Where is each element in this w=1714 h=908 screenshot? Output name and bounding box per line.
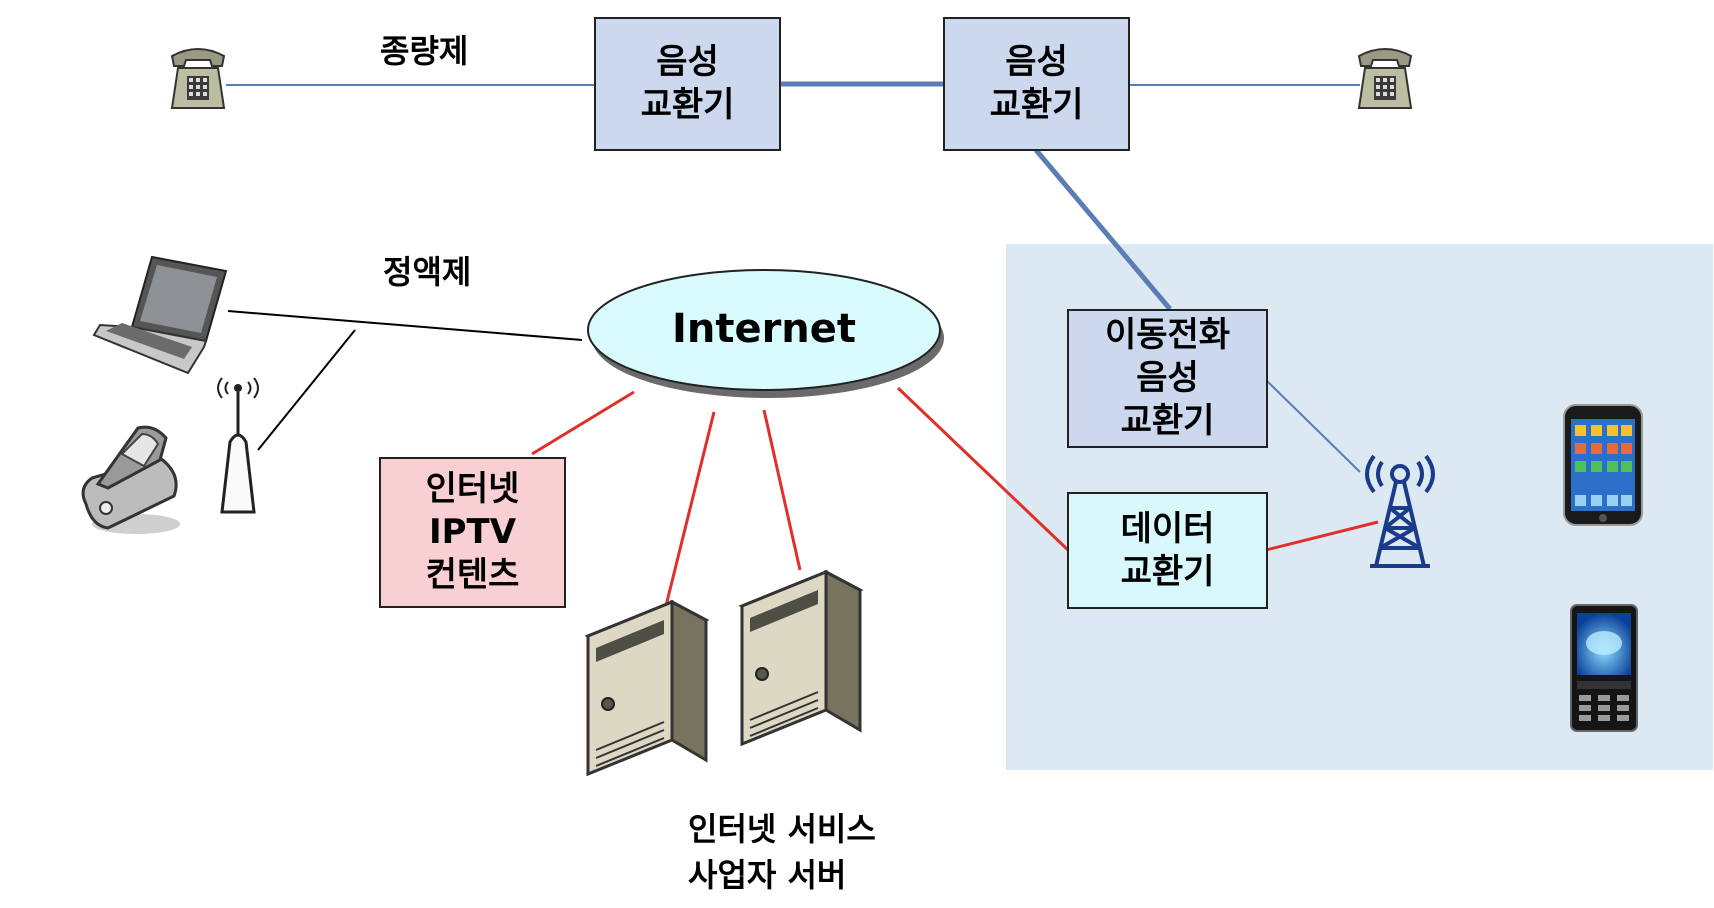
internet-cloud: Internet [580, 266, 948, 408]
link-data-switch-to-tower [1265, 520, 1379, 552]
laptop-icon [92, 255, 228, 375]
link-voice-switch-to-mobile-switch [1034, 148, 1172, 311]
voice-switch-right: 음성 교환기 [943, 17, 1130, 151]
telephone-icon [170, 48, 226, 109]
server-icon [584, 600, 710, 777]
wireless-router-icon [217, 377, 259, 514]
link-internet-to-server-right [762, 409, 802, 571]
iptv-content-box: 인터넷 IPTV 컨텐츠 [379, 457, 566, 608]
voice-switch-left: 음성 교환기 [594, 17, 781, 151]
metered-rate-label: 종량제 [380, 32, 469, 70]
link-internet-to-data-switch [896, 386, 1070, 552]
mobile-voice-switch: 이동전화 음성 교환기 [1067, 309, 1268, 448]
telephone-icon [1357, 48, 1413, 109]
server-icon [738, 570, 864, 747]
link-internet-to-server-left [656, 411, 716, 639]
server-caption: 인터넷 서비스 사업자 서버 [688, 810, 876, 894]
link-laptop-to-internet [227, 310, 583, 341]
link-mobile-switch-to-tower [1265, 379, 1361, 473]
feature-phone-icon [1570, 604, 1638, 732]
smartphone-icon [1563, 404, 1643, 526]
link-router-to-internet [257, 329, 356, 451]
internet-label: Internet [671, 306, 857, 352]
data-switch: 데이터 교환기 [1067, 492, 1268, 609]
flat-rate-label: 정액제 [383, 253, 472, 291]
pda-icon [81, 425, 180, 534]
cell-tower-icon [1365, 454, 1435, 568]
link-internet-to-iptv [531, 390, 635, 456]
